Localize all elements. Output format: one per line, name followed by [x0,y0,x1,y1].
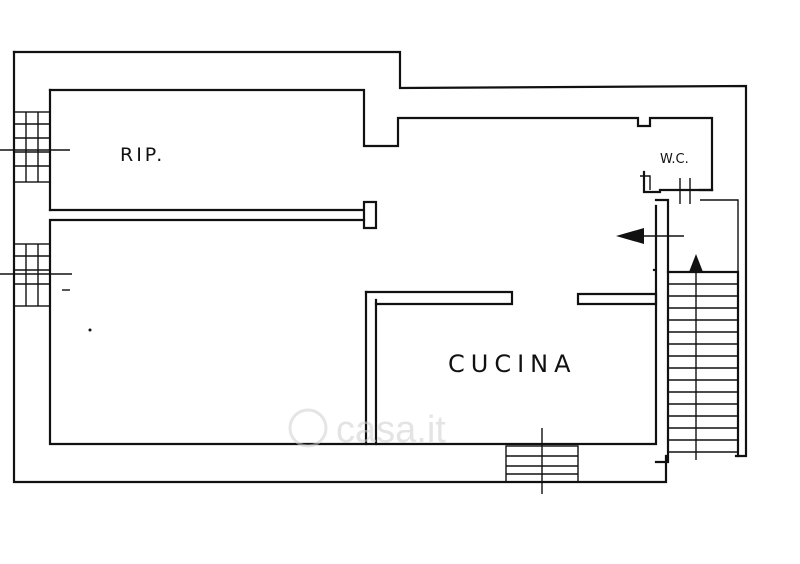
window-kitchen [505,428,579,494]
arrow-left-icon [616,228,684,244]
arrow-up-icon [689,254,703,460]
window-top-left [0,111,70,183]
wc-walls [640,170,714,204]
room-label-kitchen: CUCINA [448,350,577,378]
partition-rip [48,200,378,230]
staircase [654,198,740,464]
dot-mark [652,268,656,272]
room-label-wc: W.C. [660,152,689,167]
dot-mark [88,328,92,332]
kitchen-walls [364,290,658,446]
watermark: casa.it [288,408,446,451]
room-label-storage: RIP. [120,144,165,166]
window-bottom-left [0,243,72,307]
watermark-text: casa.it [336,409,446,451]
